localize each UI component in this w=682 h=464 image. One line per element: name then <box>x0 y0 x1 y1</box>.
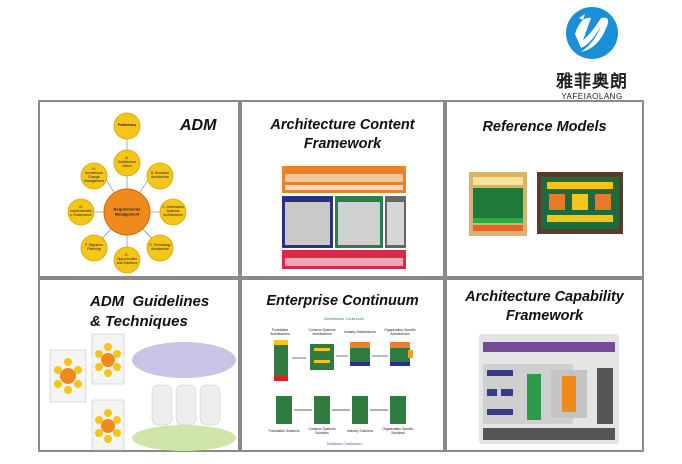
adm-node <box>159 198 187 226</box>
title-line: Framework <box>303 136 382 152</box>
adm-label-b: B. Business Architecture <box>150 171 170 179</box>
company-logo: 雅菲奥朗 YAFEIAOLANG <box>552 4 632 101</box>
cell-title: Enterprise Continuum <box>266 293 419 309</box>
logo-icon <box>566 7 618 59</box>
adm-label-d: D. Technology Architecture <box>149 243 171 251</box>
title-line: & Techniques <box>90 313 188 330</box>
content-framework-diagram <box>282 166 406 270</box>
adm-label-preliminary: Preliminary <box>117 123 137 128</box>
cell-reference-models: Reference Models <box>445 100 644 278</box>
cell-enterprise-continuum: Enterprise Continuum Architecture Contin… <box>240 278 445 452</box>
adm-label-h: H. Architecture Change Management <box>84 167 104 183</box>
adm-label-f: F. Migration Planning <box>85 243 103 251</box>
adm-label-g: G. Implementation Governance <box>70 205 92 217</box>
adm-node <box>146 234 174 262</box>
logo-name-cn: 雅菲奥朗 <box>556 72 628 91</box>
adm-label-a: A. Architecture Vision <box>117 156 137 168</box>
cell-title: Architecture Content Framework <box>242 116 443 154</box>
cell-title: ADM <box>180 117 217 134</box>
cell-title: ADM Guidelines & Techniques <box>90 292 209 332</box>
architecture-label: Industry Architectures <box>344 330 376 335</box>
cell-adm: ADM Preliminary Requirements Management … <box>38 100 240 278</box>
iiirm-diagram <box>537 172 623 234</box>
adm-node <box>80 234 108 262</box>
logo-name-en: YAFEIAOLANG <box>561 92 623 101</box>
architecture-label: Foundation Architectures <box>270 328 290 336</box>
trm-diagram <box>469 172 527 236</box>
guidelines-diagram <box>49 333 236 451</box>
title-line: Architecture Content <box>270 117 415 133</box>
capability-framework-diagram <box>479 334 619 444</box>
solution-label: Organization-Specific Solutions <box>382 427 414 435</box>
architecture-continuum-label: Architecture Continuum <box>324 317 364 322</box>
solution-label: Foundation Solutions <box>268 429 300 434</box>
adm-node <box>67 198 95 226</box>
continuum-diagram <box>274 340 413 424</box>
title-line: Architecture Capability <box>465 289 624 305</box>
architecture-label: Organization-Specific Architectures <box>384 328 416 336</box>
adm-node <box>113 149 141 177</box>
adm-label-c: C. Information Systems Architectures <box>162 205 184 217</box>
solution-label: Common Systems Solutions <box>308 427 336 435</box>
adm-cycle-diagram <box>67 112 187 274</box>
adm-label-e: E. Opportunities and Solutions <box>116 253 138 265</box>
architecture-label: Common Systems Architectures <box>308 328 336 336</box>
title-line: Framework <box>505 308 584 324</box>
cell-architecture-capability-framework: Architecture Capability Framework <box>445 278 644 452</box>
adm-node <box>113 246 141 274</box>
solutions-continuum-label: Solutions Continuum <box>326 442 362 447</box>
cell-title: Reference Models <box>482 119 607 135</box>
solution-label: Industry Solutions <box>346 429 374 434</box>
adm-center-node <box>103 188 151 236</box>
cell-title: Architecture Capability Framework <box>447 288 642 326</box>
title-line: ADM Guidelines <box>90 293 210 310</box>
cell-adm-guidelines: ADM Guidelines & Techniques <box>38 278 240 452</box>
cell-architecture-content-framework: Architecture Content Framework <box>240 100 445 278</box>
adm-node <box>146 162 174 190</box>
adm-node <box>80 162 108 190</box>
adm-node-preliminary <box>113 112 141 140</box>
adm-label-center: Requirements Management <box>113 206 141 216</box>
